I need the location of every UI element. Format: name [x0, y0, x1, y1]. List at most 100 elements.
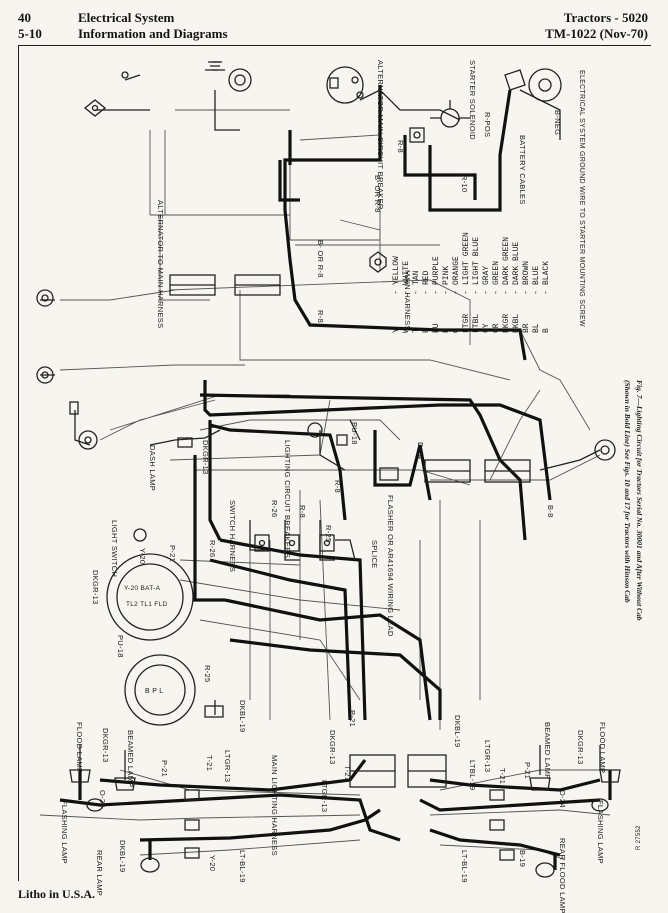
label-main-harness: MAIN HARNESS: [403, 270, 412, 331]
model-title: Tractors - 5020: [563, 10, 648, 25]
legend-code-3: DKBL: [512, 314, 521, 333]
label-p21-switch: P-21: [168, 545, 177, 562]
label-t21-left: T-21: [205, 755, 214, 771]
figure-frame: [18, 45, 651, 881]
main-harness-connectors: [424, 459, 531, 483]
legend-code-4: DKGR: [502, 314, 511, 333]
legend-dash-10: -: [442, 290, 451, 295]
legend-dash-15: -: [392, 290, 401, 295]
label-r-pos: R-POS: [483, 112, 492, 137]
label-ground-wire: ELECTRICAL SYSTEM GROUND WIRE TO STARTER…: [578, 70, 585, 327]
rear-lamp-left: [140, 857, 160, 873]
legend-dash-7: -: [472, 290, 481, 295]
legend-code-11: PU: [432, 323, 441, 333]
label-rear-lamp-left: REAR LAMP: [95, 850, 104, 896]
legend-dash-8: -: [462, 290, 471, 295]
legend-code-10: P: [442, 328, 451, 333]
label-r8-top: R-8: [396, 140, 405, 153]
nut-hex: [369, 251, 387, 273]
legend-name-10: PINK: [442, 266, 451, 285]
label-pu18-switch: PU-18: [116, 635, 125, 658]
label-dkgr13-switch: DKGR-13: [91, 570, 100, 605]
label-b-neg: B-NEG: [553, 110, 562, 135]
flasher-unit: [379, 467, 399, 481]
legend-code-0: B: [542, 328, 551, 333]
inline-connectors-top: [169, 274, 281, 296]
legend-dash-1: -: [532, 290, 541, 295]
label-lt-bl19-center: LT-BL-19: [460, 850, 469, 883]
label-battery-cables: BATTERY CABLES: [518, 135, 527, 205]
legend-dash-14: -: [402, 290, 411, 295]
label-main-lighting-harness: MAIN LIGHTING HARNESS: [270, 755, 279, 856]
section-number: 5-10: [18, 26, 42, 41]
legend-name-7: LIGHT BLUE: [472, 237, 481, 285]
label-beamed-lamp-left: BEAMED LAMP: [126, 730, 135, 787]
label-r25-switch: R-25: [203, 665, 212, 682]
legend-name-8: LIGHT GREEN: [462, 232, 471, 285]
lighting-circuit-bold-wiring: [59, 85, 612, 870]
inline-splices-bottom: [184, 789, 515, 861]
footer-text: Litho in U.S.A.: [18, 887, 96, 901]
legend-dash-13: -: [412, 290, 421, 295]
legend-dash-2: -: [522, 290, 531, 295]
legend-code-1: BL: [532, 323, 541, 333]
legend-code-5: GR: [492, 323, 501, 333]
label-r8-mid: R-8: [316, 310, 325, 323]
manual-number: TM-1022 (Nov-70): [545, 26, 648, 41]
legend-code-15: Y: [392, 328, 401, 333]
ignition-switch: B P L: [124, 654, 224, 726]
label-y20-left: Y-20: [208, 855, 217, 871]
label-d24-top: D-24: [416, 442, 425, 459]
flashing-lamp-right: [591, 798, 609, 812]
label-b-or-r8-mid: B- OR R-8: [316, 240, 325, 278]
legend-code-13: T: [412, 328, 421, 333]
legend-code-2: BR: [522, 323, 531, 333]
switch-terminal-label-b: TL2 TL1 FLD: [126, 601, 167, 608]
circuit-breaker-main: [409, 127, 425, 143]
label-t21-center: T-21: [343, 765, 352, 781]
switch-shield-circle: [133, 528, 147, 542]
legend-dash-9: -: [452, 290, 461, 295]
legend-dash-4: -: [502, 290, 511, 295]
harness-connector-top-left: [83, 71, 129, 117]
lighting-circuit-breakers: [254, 534, 335, 552]
label-alternator-harness: ALTERNATOR TO MAIN HARNESS: [156, 200, 165, 328]
label-t21-right: T-21: [498, 768, 507, 784]
legend-code-7: LTBL: [472, 314, 481, 333]
label-flood-lamp-right: FLOOD LAMP: [598, 722, 607, 773]
legend-dash-3: -: [512, 290, 521, 295]
label-light-switch: LIGHT SWITCH: [110, 520, 119, 577]
label-y20-switch: Y-20: [138, 548, 147, 564]
legend-dash-0: -: [542, 290, 551, 295]
light-switch: Y-20 BAT-A TL2 TL1 FLD: [106, 553, 194, 641]
label-dkbl19-switch: DKBL-19: [238, 700, 247, 733]
label-r10: R-10: [460, 175, 469, 192]
label-alternator-main-cb: ALTERNATOR MAIN CIRCUIT BREAKER: [376, 60, 385, 210]
legend-name-9: ORANGE: [452, 256, 461, 285]
label-rear-flood-lamp-right: REAR FLOOD LAMP: [558, 838, 567, 913]
fuse-connector: [307, 422, 348, 446]
label-dash-lamp: DASH LAMP: [148, 445, 157, 491]
section-subtitle: Information and Diagrams: [78, 26, 228, 41]
horn-button-left: [36, 289, 79, 415]
label-r8-cb2: R-8: [298, 505, 307, 518]
flashing-lamp-left: [86, 798, 104, 812]
legend-name-14: WHITE: [402, 261, 411, 285]
main-lighting-harness-connectors: [349, 754, 447, 788]
label-r26-cb: R-26: [270, 500, 279, 517]
legend-name-5: GREEN: [492, 261, 501, 285]
label-r25-cb: R-25: [324, 525, 333, 542]
legend-dash-6: -: [482, 290, 491, 295]
legend-code-8: LTGR: [462, 314, 471, 333]
rear-flood-lamp-right: [535, 862, 555, 878]
flood-lamp-left: [69, 769, 91, 783]
label-dkgr13-left: DKGR-13: [101, 728, 110, 763]
legend-name-13: TAN: [412, 270, 421, 285]
label-b8-right: B-8: [546, 505, 555, 518]
label-splice: SPLICE: [370, 540, 379, 568]
label-p21-left: P-21: [160, 760, 169, 777]
starter-solenoid: [430, 100, 470, 128]
beamed-lamp-right: [529, 777, 551, 791]
